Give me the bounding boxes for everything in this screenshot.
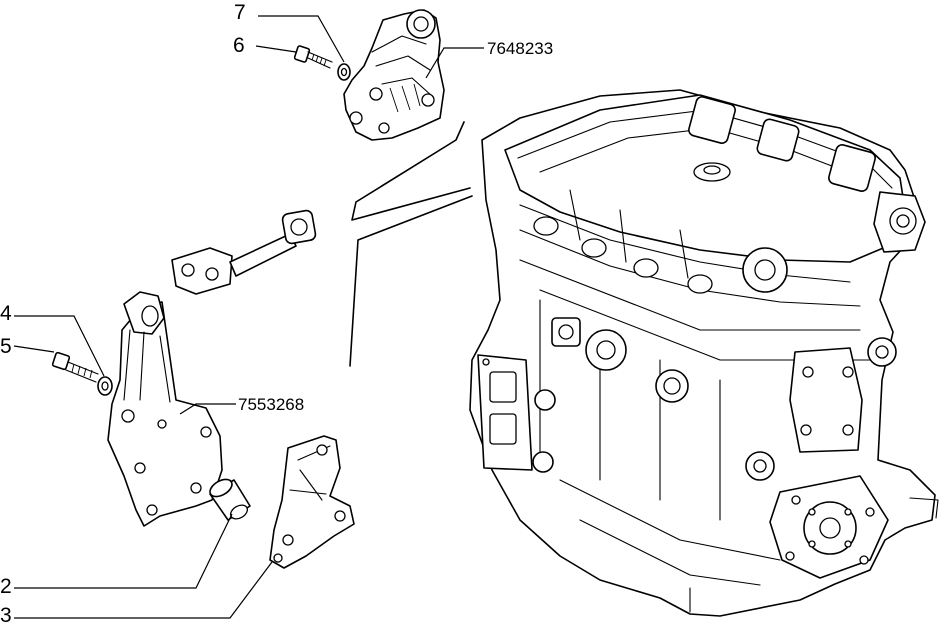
washer-7 (337, 63, 351, 81)
bolt-5 (51, 351, 99, 383)
upper-engine-bracket (343, 9, 445, 141)
leader-lines (13, 15, 484, 619)
callout-labels: 7 6 7648233 4 5 7553268 2 3 (0, 1, 553, 624)
callout-4: 4 (0, 302, 12, 325)
callout-6: 6 (233, 34, 245, 57)
washer-4 (97, 376, 113, 396)
part-number-upper-bracket: 7648233 (487, 39, 553, 58)
spacer-2 (209, 478, 251, 521)
engine-block (469, 89, 939, 617)
tie-rod (171, 209, 317, 295)
assembly-guide-lines (349, 121, 473, 367)
callout-7: 7 (234, 1, 246, 24)
callout-2: 2 (0, 575, 12, 598)
callout-3: 3 (0, 604, 12, 624)
bolt-6 (293, 45, 333, 69)
support-plate-3 (269, 435, 355, 569)
lower-engine-bracket (107, 291, 223, 527)
part-number-lower-bracket: 7553268 (238, 395, 304, 414)
callout-5: 5 (0, 335, 12, 358)
